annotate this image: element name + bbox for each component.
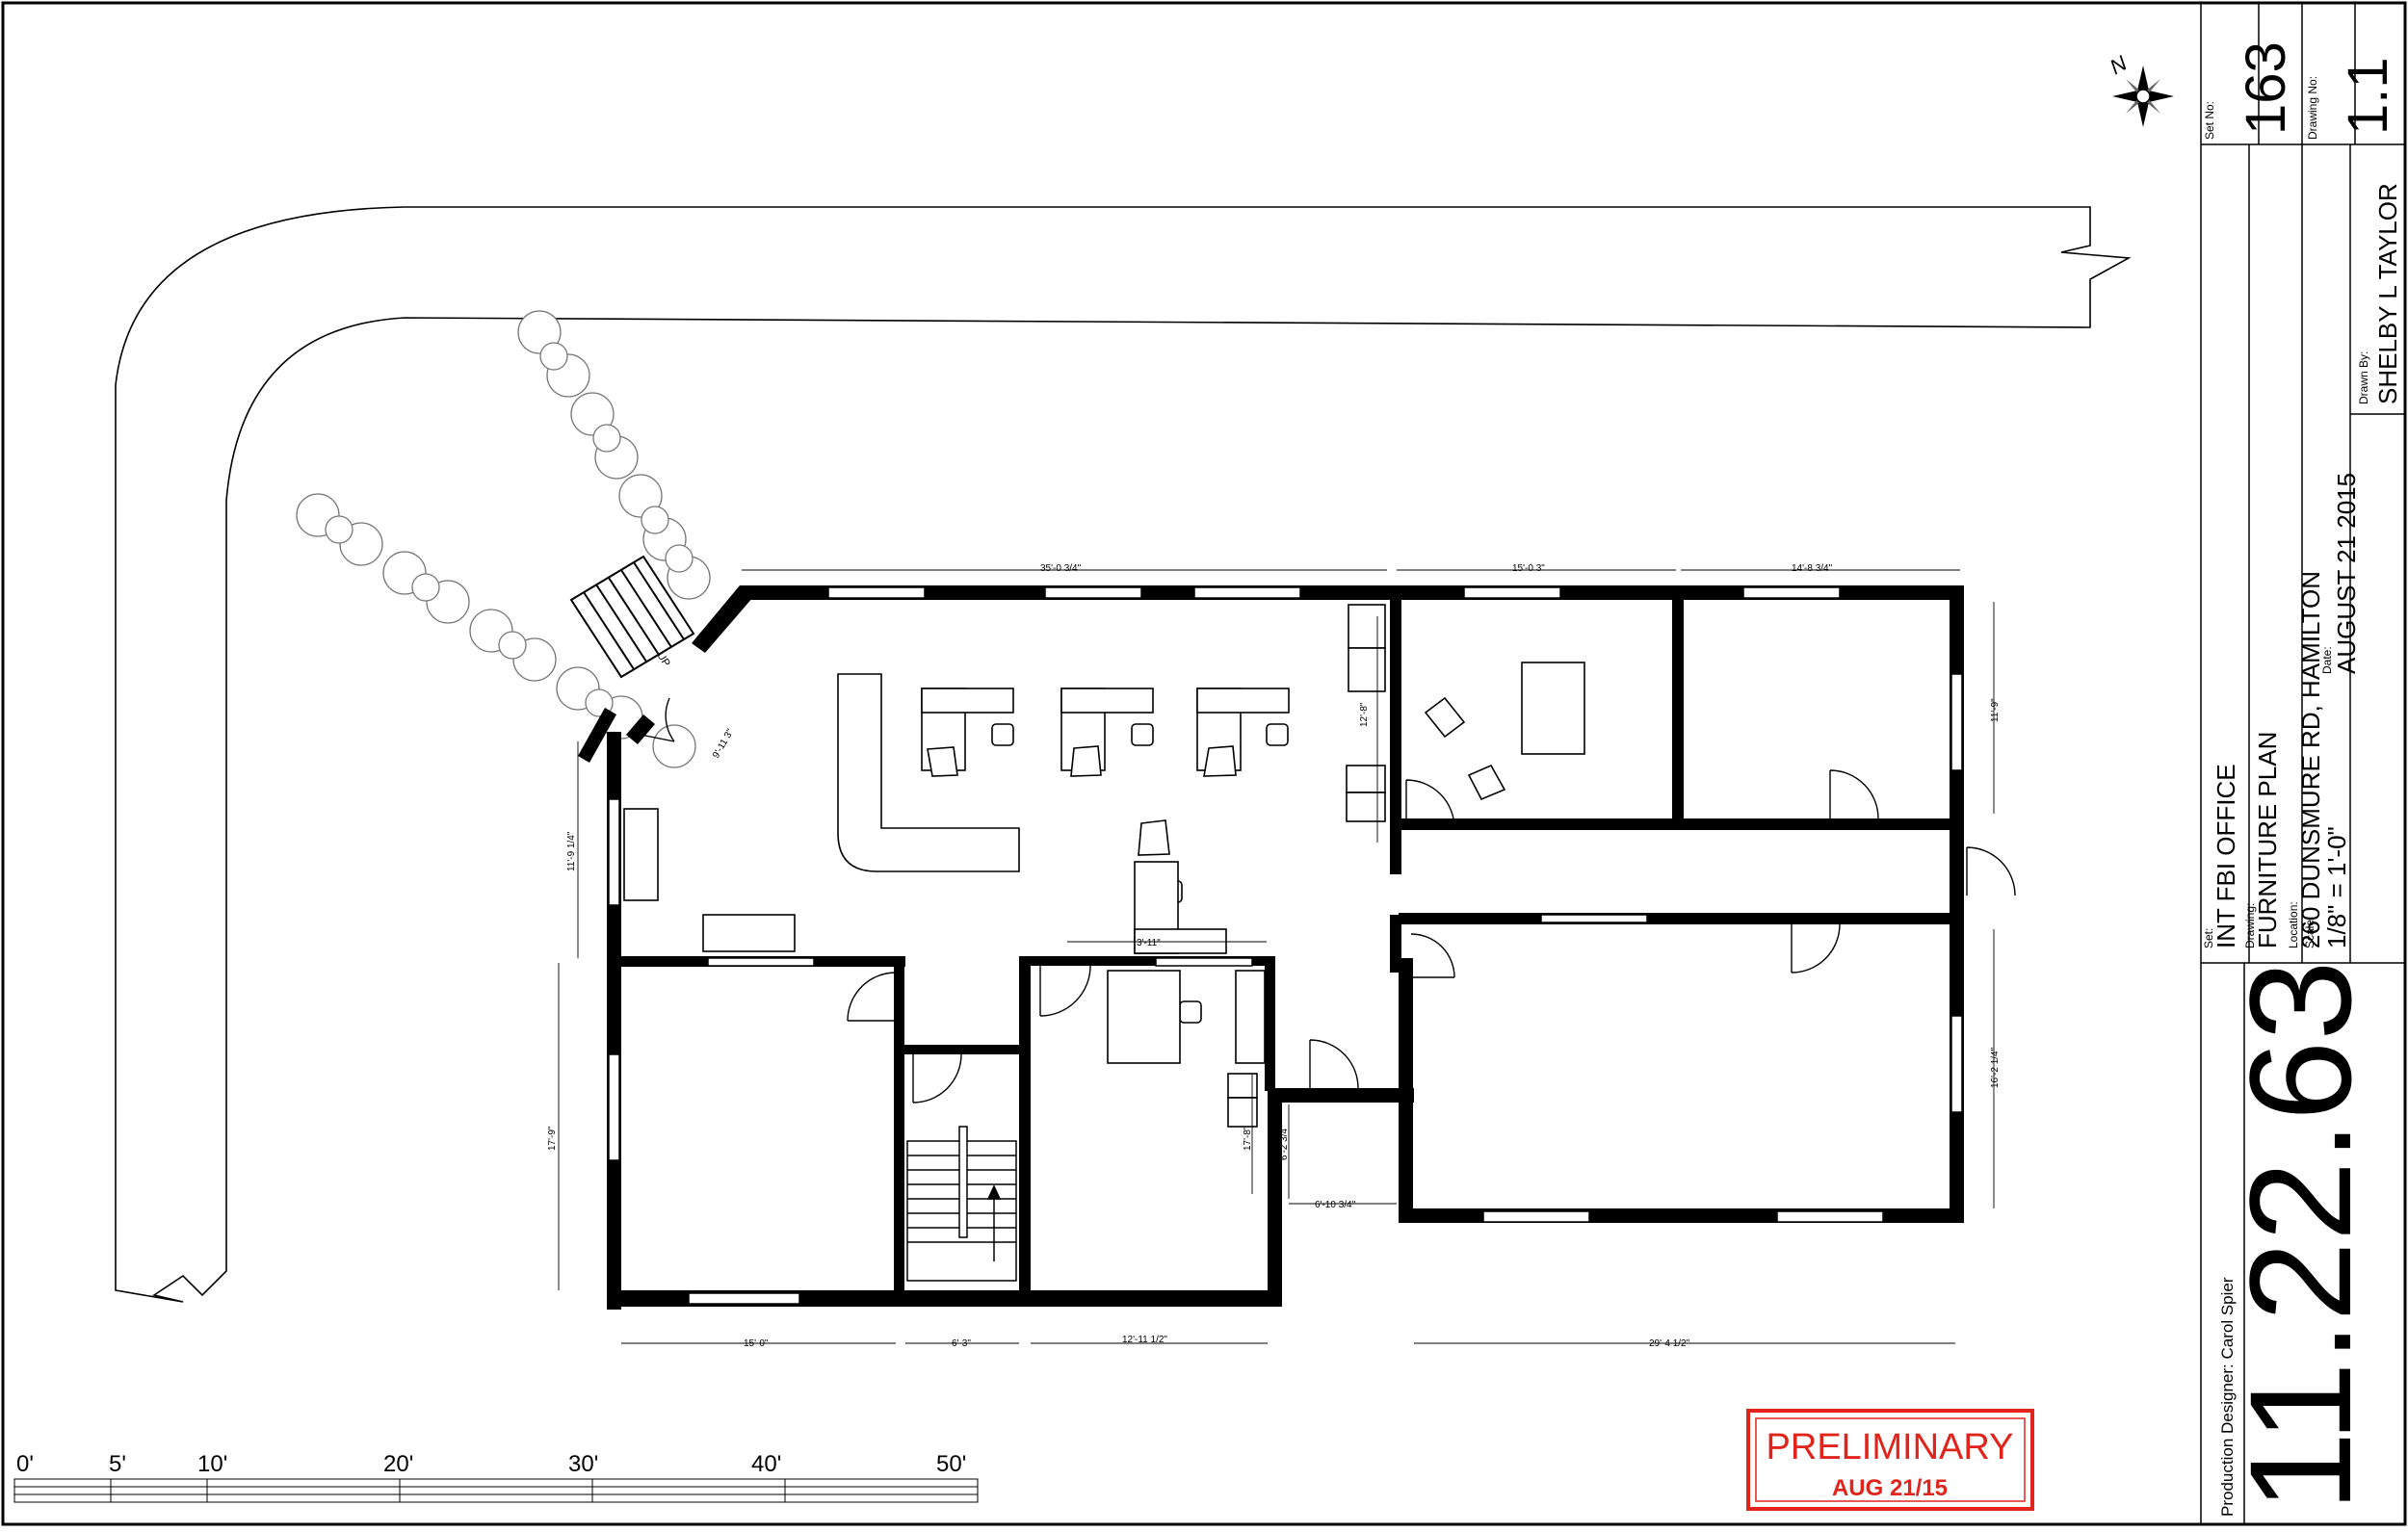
dim-bottom-3: 12'-11 1/2" bbox=[1122, 1335, 1167, 1345]
interior-stair bbox=[906, 1126, 1017, 1282]
scale-label-40: 40' bbox=[751, 1451, 781, 1477]
drawing-no-label: Drawing No: bbox=[2306, 76, 2319, 140]
scale-label-10: 10' bbox=[197, 1451, 227, 1477]
stamp-date: AUG 21/15 bbox=[1832, 1475, 1948, 1501]
drawing-value: FURNITURE PLAN bbox=[2253, 732, 2282, 948]
dim-right-lower: 16'-2 1/4" bbox=[1990, 1047, 2001, 1088]
set-no-label: Set No: bbox=[2203, 101, 2216, 140]
preliminary-stamp: PRELIMINARY AUG 21/15 bbox=[1746, 1409, 2034, 1511]
scale-label-5: 5' bbox=[109, 1451, 126, 1477]
dim-left-lower: 17'-9" bbox=[547, 1126, 558, 1151]
scale-label: Scale: bbox=[2303, 917, 2316, 948]
dim-top-mid: 15'-0 3" bbox=[1512, 563, 1545, 574]
entry-stair bbox=[569, 555, 695, 679]
dim-bottom-1: 15'-0" bbox=[744, 1338, 769, 1349]
drawing-no-value: 1.1 bbox=[2337, 57, 2399, 135]
date-value: AUGUST 21 2015 bbox=[2332, 473, 2361, 674]
dim-entry: 9'-11 3" bbox=[711, 727, 736, 761]
scale-label-20: 20' bbox=[383, 1451, 413, 1477]
location-value: 260 DUNSMURE RD, HAMILTON bbox=[2296, 571, 2325, 948]
scale-bar-labels: 0' 5' 10' 20' 30' 40' 50' bbox=[16, 1451, 966, 1477]
dimension-lines bbox=[558, 569, 1995, 1344]
scale-value: 1/8" = 1'-0" bbox=[2322, 826, 2351, 948]
interior-walls bbox=[621, 585, 1964, 1298]
scale-bar bbox=[13, 1478, 979, 1503]
dim-top-right: 14'-8 3/4" bbox=[1792, 563, 1833, 574]
dim-bottom-4: 29'-4 1/2" bbox=[1649, 1338, 1690, 1349]
furniture bbox=[623, 604, 1585, 1128]
dim-top-main: 35'-0 3/4" bbox=[1040, 563, 1082, 574]
title-block-frame bbox=[2200, 3, 2405, 1524]
sheet-code: 11.22.63 bbox=[2219, 960, 2381, 1512]
tree-row-upper bbox=[517, 310, 711, 600]
set-no-value: 163 bbox=[2235, 41, 2297, 135]
dim-hall-vert: 12'-8" bbox=[1359, 702, 1370, 727]
compass-icon bbox=[2112, 65, 2174, 127]
scale-label-50: 50' bbox=[936, 1451, 966, 1477]
production-designer-credit: Production Designer: Carol Spier bbox=[2218, 1277, 2237, 1517]
north-label: N bbox=[2106, 51, 2131, 80]
stamp-title: PRELIMINARY bbox=[1767, 1427, 2014, 1467]
location-label: Location: bbox=[2287, 901, 2300, 948]
dim-small-room-h: 6'-2 3/4" bbox=[1279, 1125, 1290, 1160]
dim-left-upper: 11'-9 1/4" bbox=[566, 831, 577, 871]
dim-closet-height: 17'-8" bbox=[1243, 1126, 1253, 1151]
dim-office-width: 3'-11" bbox=[1137, 938, 1161, 948]
set-value: INT FBI OFFICE bbox=[2212, 764, 2240, 948]
date-label: Date: bbox=[2320, 646, 2334, 674]
dim-right-upper: 11'-9" bbox=[1990, 698, 2001, 722]
drawing-label: Drawing: bbox=[2243, 903, 2257, 948]
dim-small-room-w: 6'-10 3/4" bbox=[1315, 1200, 1356, 1210]
scale-label-0: 0' bbox=[16, 1451, 34, 1477]
dim-bottom-2: 6'-3" bbox=[952, 1338, 971, 1349]
drawn-by-value: SHELBY L TAYLOR bbox=[2373, 183, 2402, 404]
scale-label-30: 30' bbox=[568, 1451, 598, 1477]
doors bbox=[635, 697, 2016, 1104]
road-outline bbox=[115, 206, 2132, 1303]
drawn-by-label: Drawn By: bbox=[2357, 351, 2370, 404]
set-label: Set: bbox=[2202, 928, 2215, 948]
windows bbox=[608, 586, 1963, 1305]
